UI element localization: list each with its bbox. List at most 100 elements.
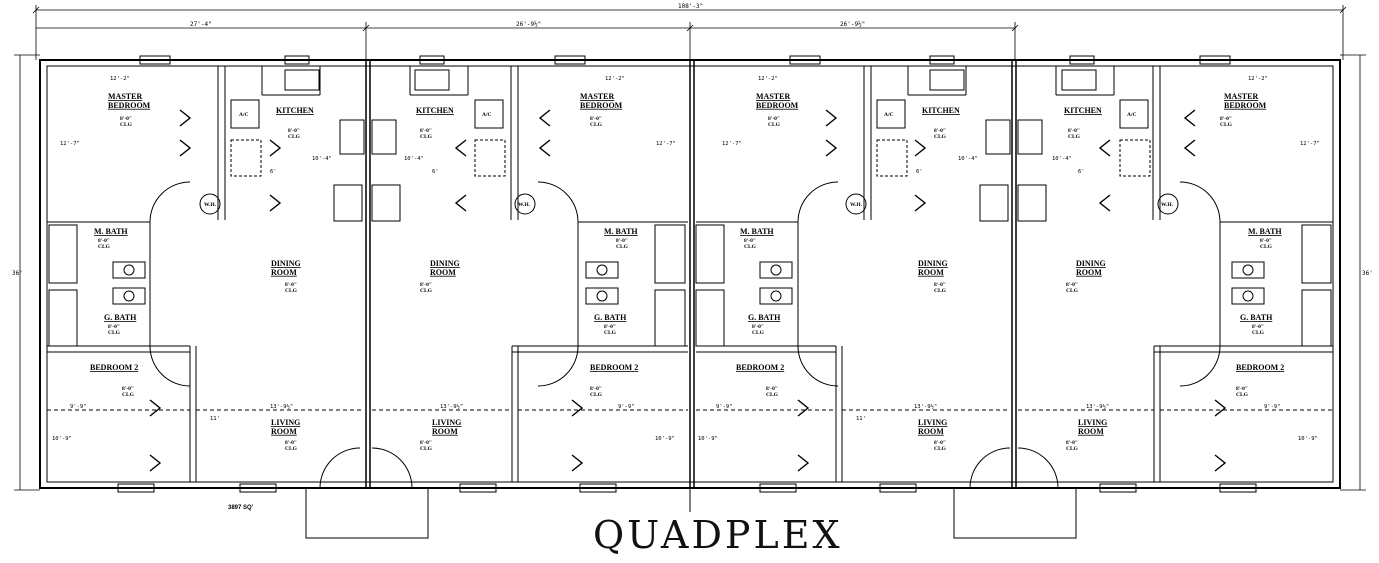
ceiling-note: 8'-0"CLG [120, 116, 133, 128]
room-dim-depth: 10'-9" [1298, 436, 1318, 442]
ceiling-note: 8'-0"CLG [108, 324, 121, 336]
room-dim-width: 12'-2" [605, 76, 625, 82]
room-dim-width: 9'-9" [716, 404, 733, 410]
ceiling-note: 8'-0"CLG [590, 386, 603, 398]
ceiling-note: 8'-0"CLG [98, 238, 111, 250]
room-label-g-bath: G. BATH [1240, 313, 1273, 322]
ceiling-note: 8'-0"CLG [590, 116, 603, 128]
room-dim-width: 9'-9" [618, 404, 635, 410]
ceiling-note: 8'-0"CLG [420, 440, 433, 452]
room-label-m-bath: M. BATH [1248, 227, 1282, 236]
ceiling-note: 8'-0"CLG [934, 440, 947, 452]
room-label-bedroom-2: BEDROOM 2 [736, 363, 784, 372]
room-dim-width: 12'-2" [110, 76, 130, 82]
ceiling-note: 8'-0"CLG [122, 386, 135, 398]
area-note: 3897 SQ' [228, 505, 254, 511]
room-dim-width: 9'-9" [70, 404, 87, 410]
ceiling-note: 8'-0"CLG [1068, 128, 1081, 140]
ac-label: A/C [1127, 112, 1137, 118]
room-dim-depth: 12'-7" [722, 141, 742, 147]
room-label-kitchen: KITCHEN [276, 106, 314, 115]
unit-2-width-dim: 26'-9½" [516, 21, 541, 28]
unit-1-width-dim: 27'-4" [190, 21, 212, 28]
ceiling-note: 8'-0"CLG [616, 238, 629, 250]
room-dim-depth: 12'-7" [1300, 141, 1320, 147]
ceiling-note: 8'-0"CLG [1066, 440, 1079, 452]
room-label-m-bath: M. BATH [740, 227, 774, 236]
ac-label: A/C [482, 112, 492, 118]
room-dim-width: 9'-9" [1264, 404, 1281, 410]
unit-3-width-dim: 26'-9½" [840, 21, 865, 28]
room-dim-depth: 10'-4" [312, 156, 332, 162]
room-dim-depth: 11' [210, 416, 220, 422]
room-dim-depth: 11' [856, 416, 866, 422]
room-label-g-bath: G. BATH [104, 313, 137, 322]
room-label-kitchen: KITCHEN [1064, 106, 1102, 115]
ceiling-note: 8'-0"CLG [934, 282, 947, 294]
room-dim-width: 13'-9½" [1086, 403, 1109, 410]
room-dim-depth: 10'-9" [698, 436, 718, 442]
ac-label: A/C [239, 112, 249, 118]
overall-width-dim: 108'-3" [678, 3, 703, 10]
ceiling-note: 8'-0"CLG [420, 282, 433, 294]
room-dim-depth: 10'-4" [404, 156, 424, 162]
room-label-g-bath: G. BATH [748, 313, 781, 322]
counter-dim: 6' [1078, 169, 1085, 175]
ceiling-note: 8'-0"CLG [420, 128, 433, 140]
room-dim-width: 13'-9½" [440, 403, 463, 410]
room-label-kitchen: KITCHEN [416, 106, 454, 115]
room-label-bedroom-2: BEDROOM 2 [1236, 363, 1284, 372]
room-label-kitchen: KITCHEN [922, 106, 960, 115]
overall-depth-dim-left: 36' [12, 270, 23, 277]
ceiling-note: 8'-0"CLG [766, 386, 779, 398]
counter-dim: 6' [916, 169, 923, 175]
counter-dim: 6' [270, 169, 277, 175]
room-dim-depth: 10'-9" [52, 436, 72, 442]
room-label-bedroom-2: BEDROOM 2 [590, 363, 638, 372]
room-dim-depth: 10'-4" [1052, 156, 1072, 162]
water-heater-label: W.H. [850, 202, 863, 208]
ceiling-note: 8'-0"CLG [1252, 324, 1265, 336]
room-label-m-bath: M. BATH [94, 227, 128, 236]
water-heater-label: W.H. [518, 202, 531, 208]
room-label-g-bath: G. BATH [594, 313, 627, 322]
water-heater-label: W.H. [1161, 202, 1174, 208]
room-dim-depth: 12'-7" [656, 141, 676, 147]
ceiling-note: 8'-0"CLG [604, 324, 617, 336]
room-dim-width: 13'-9½" [914, 403, 937, 410]
water-heater-label: W.H. [204, 202, 217, 208]
counter-dim: 6' [432, 169, 439, 175]
ceiling-note: 8'-0"CLG [285, 440, 298, 452]
room-dim-width: 12'-2" [1248, 76, 1268, 82]
ceiling-note: 8'-0"CLG [288, 128, 301, 140]
room-dim-depth: 10'-4" [958, 156, 978, 162]
ceiling-note: 8'-0"CLG [1236, 386, 1249, 398]
room-label-m-bath: M. BATH [604, 227, 638, 236]
ceiling-note: 8'-0"CLG [285, 282, 298, 294]
room-dim-depth: 10'-9" [655, 436, 675, 442]
overall-depth-dim-right: 36' [1362, 270, 1373, 277]
room-dim-width: 12'-2" [758, 76, 778, 82]
ceiling-note: 8'-0"CLG [1260, 238, 1273, 250]
ceiling-note: 8'-0"CLG [752, 324, 765, 336]
ceiling-note: 8'-0"CLG [1220, 116, 1233, 128]
ac-label: A/C [884, 112, 894, 118]
room-label-bedroom-2: BEDROOM 2 [90, 363, 138, 372]
